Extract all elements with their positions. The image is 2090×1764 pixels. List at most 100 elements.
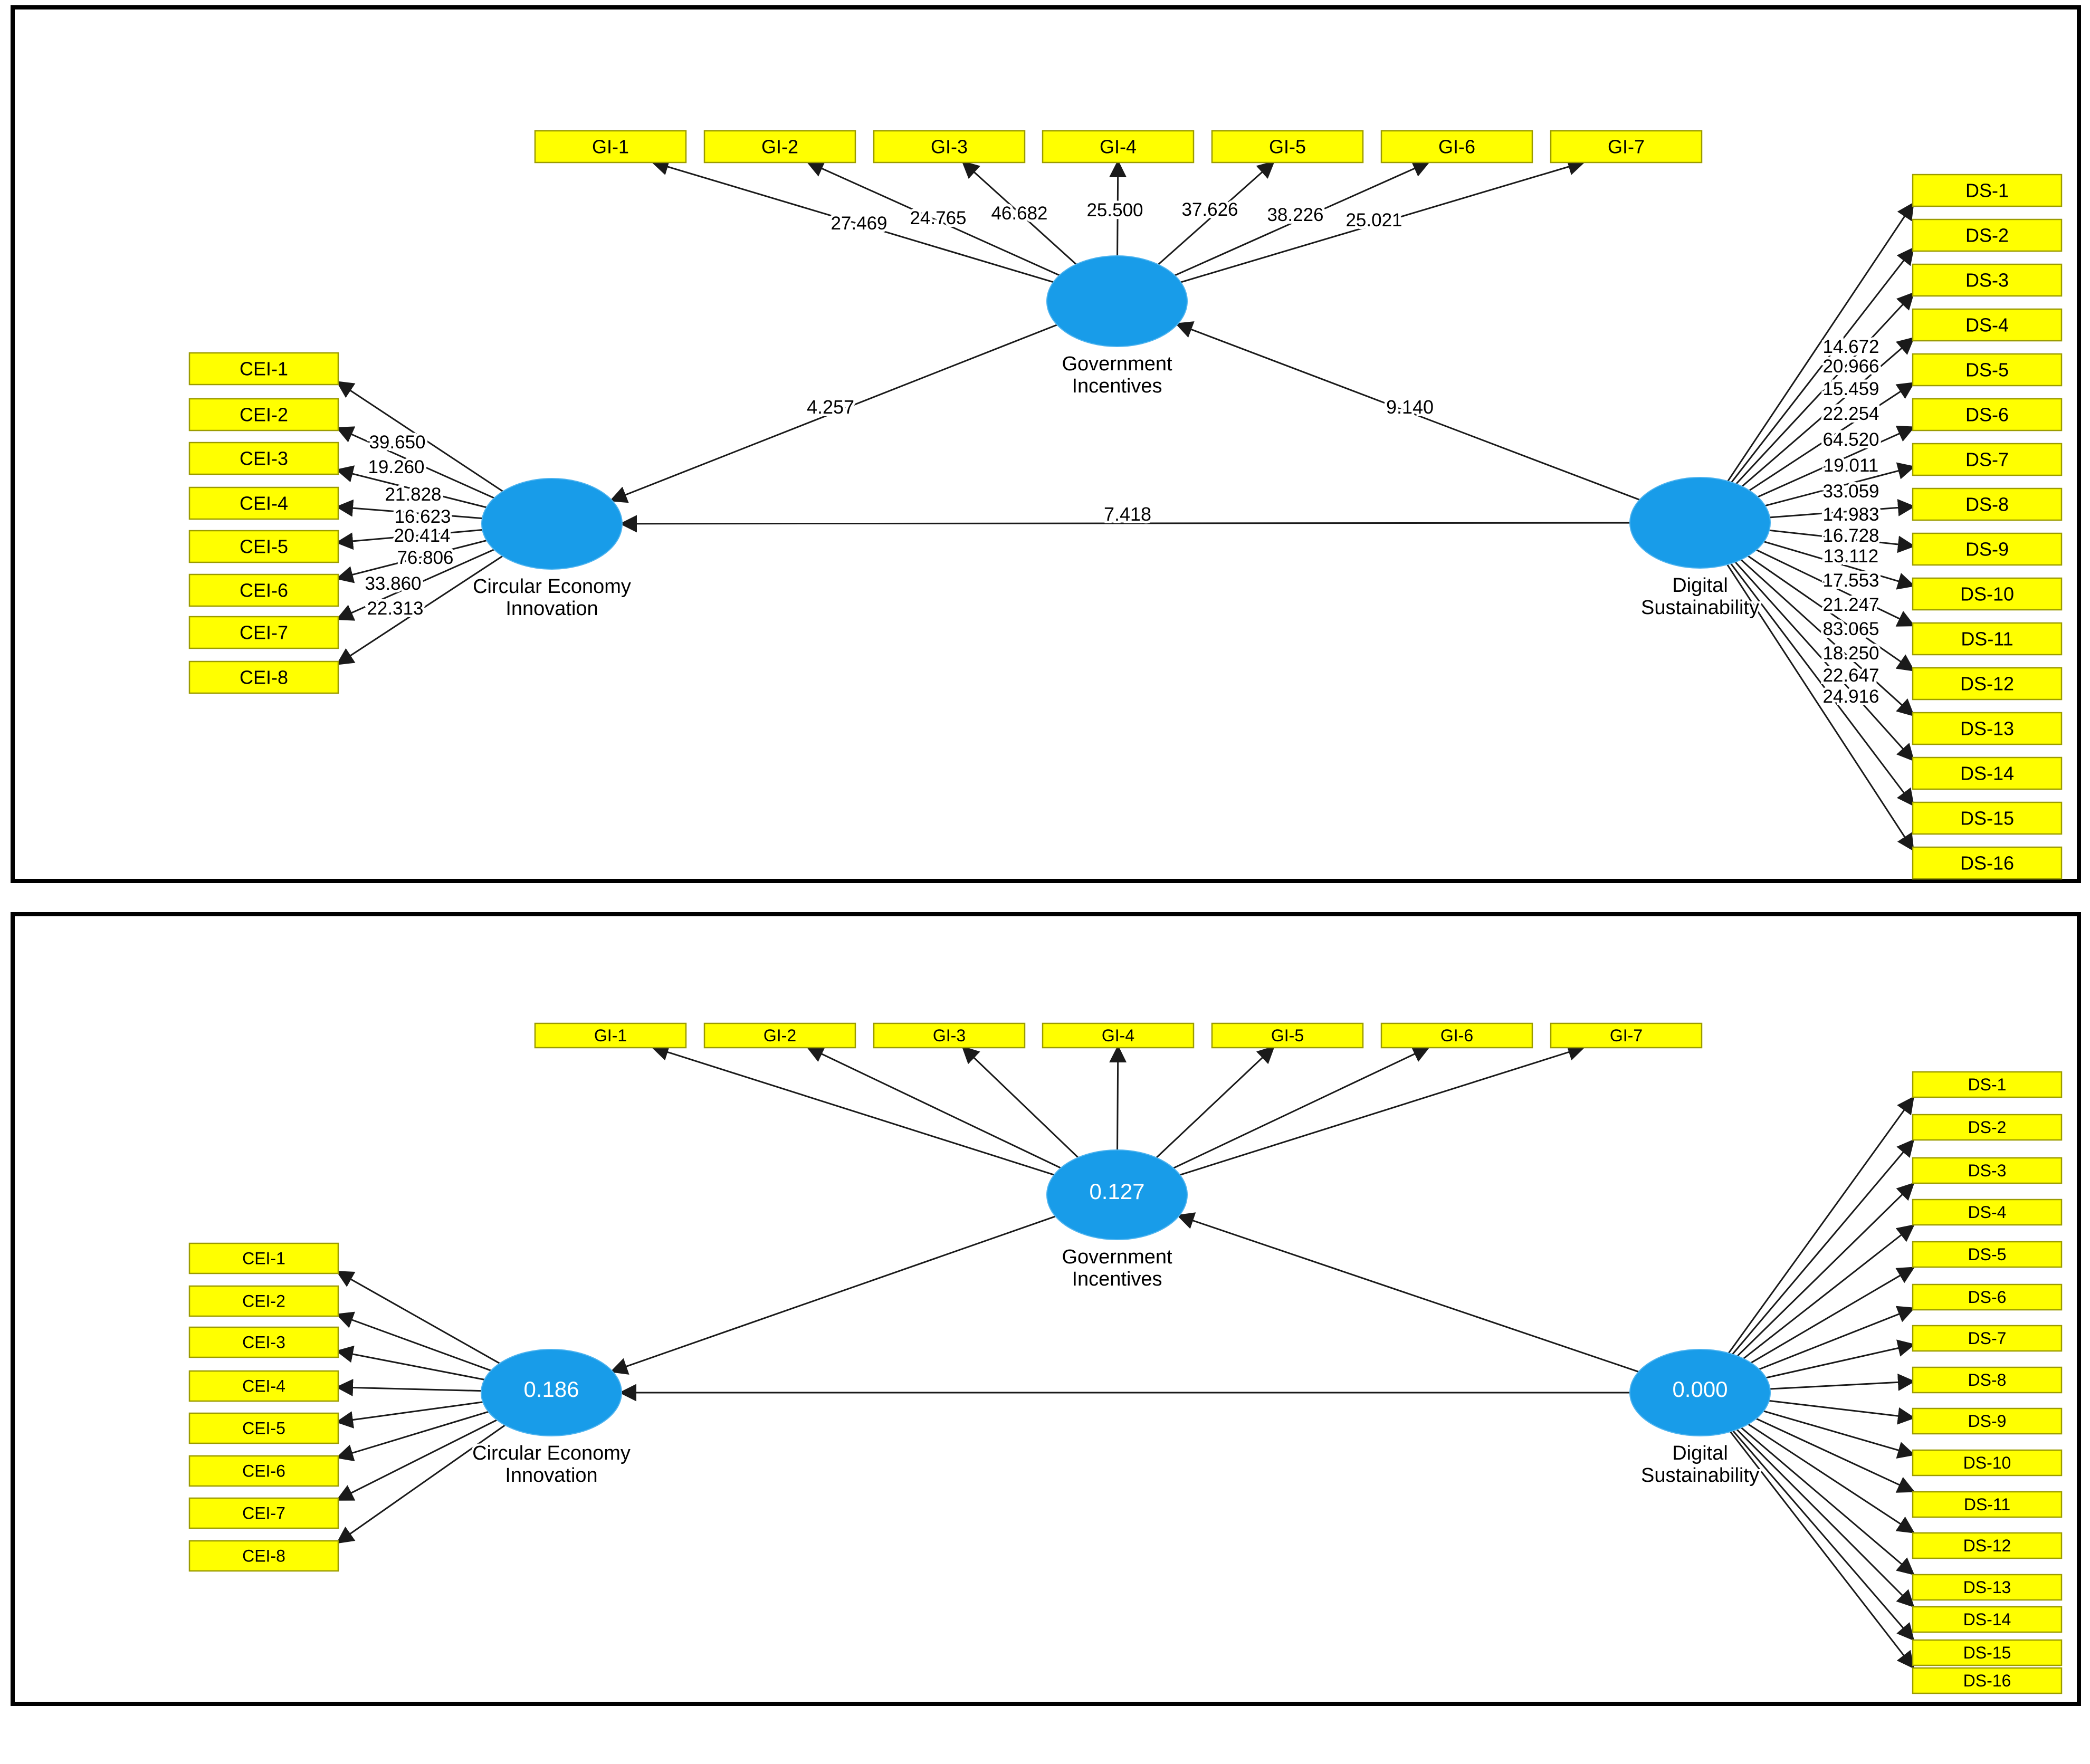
indicator-box-ds-4[interactable] — [1912, 1199, 2063, 1226]
arrows-layer — [336, 158, 1915, 852]
indicator-box-gi-1[interactable] — [534, 1022, 687, 1049]
indicator-box-ds-11[interactable] — [1912, 1491, 2063, 1518]
indicator-box-ds-7[interactable] — [1912, 1325, 2063, 1352]
t-value-label: 21.828 — [385, 484, 441, 505]
loading-arrow-ds-2 — [1731, 247, 1915, 483]
indicator-box-cei-1[interactable] — [188, 352, 339, 386]
indicator-box-ds-1[interactable] — [1912, 1071, 2063, 1098]
indicator-box-gi-6[interactable] — [1380, 130, 1533, 164]
indicator-box-cei-7[interactable] — [188, 1497, 339, 1529]
construct-label: Sustainability — [1641, 1464, 1759, 1487]
indicator-box-ds-10[interactable] — [1912, 577, 2063, 611]
loading-arrow-ds-9 — [1769, 529, 1915, 553]
indicator-box-cei-4[interactable] — [188, 1370, 339, 1402]
loading-arrow-ds-15 — [1732, 1430, 1915, 1641]
indicator-box-ds-15[interactable] — [1912, 801, 2063, 835]
t-value-label: 24.916 — [1822, 686, 1879, 707]
indicator-label: DS-13 — [1960, 718, 2014, 740]
indicator-box-gi-7[interactable] — [1550, 1022, 1703, 1049]
indicator-box-ds-5[interactable] — [1912, 353, 2063, 387]
indicator-box-gi-4[interactable] — [1042, 1022, 1195, 1049]
indicator-box-ds-13[interactable] — [1912, 1574, 2063, 1601]
indicator-box-ds-1[interactable] — [1912, 174, 2063, 207]
indicator-box-ds-9[interactable] — [1912, 1407, 2063, 1435]
indicator-box-gi-5[interactable] — [1211, 1022, 1364, 1049]
indicator-box-cei-2[interactable] — [188, 398, 339, 432]
indicator-box-ds-7[interactable] — [1912, 443, 2063, 476]
indicator-box-ds-11[interactable] — [1912, 622, 2063, 656]
construct-ellipse-ds[interactable] — [1629, 477, 1771, 569]
indicator-box-cei-3[interactable] — [188, 1326, 339, 1358]
indicator-label: DS-10 — [1960, 583, 2014, 605]
construct-ellipse-gi[interactable] — [1046, 255, 1188, 347]
indicator-label: GI-5 — [1271, 1026, 1304, 1045]
loading-arrow-gi-2 — [806, 160, 1060, 276]
indicator-box-ds-2[interactable] — [1912, 1114, 2063, 1141]
indicator-box-cei-5[interactable] — [188, 530, 339, 563]
indicator-box-ds-12[interactable] — [1912, 667, 2063, 701]
indicator-box-cei-6[interactable] — [188, 573, 339, 607]
loading-arrow-cei-2 — [336, 1311, 492, 1372]
construct-ellipse-cei[interactable] — [481, 478, 623, 570]
indicator-box-ds-14[interactable] — [1912, 1606, 2063, 1633]
construct-label: Innovation — [505, 1464, 597, 1487]
indicator-box-ds-12[interactable] — [1912, 1532, 2063, 1559]
indicator-box-ds-6[interactable] — [1912, 398, 2063, 432]
loading-arrow-cei-1 — [336, 381, 503, 492]
loading-arrow-cei-7 — [336, 1419, 498, 1501]
indicator-box-cei-8[interactable] — [188, 660, 339, 694]
indicator-box-ds-8[interactable] — [1912, 1366, 2063, 1394]
loading-arrow-ds-15 — [1730, 563, 1914, 807]
indicator-box-cei-1[interactable] — [188, 1242, 339, 1274]
indicator-label: DS-1 — [1968, 1075, 2007, 1094]
indicator-box-cei-3[interactable] — [188, 442, 339, 475]
indicator-box-gi-7[interactable] — [1550, 130, 1703, 164]
indicator-box-ds-6[interactable] — [1912, 1283, 2063, 1311]
t-value-label: 33.059 — [1822, 481, 1879, 502]
indicator-box-ds-16[interactable] — [1912, 846, 2063, 880]
indicator-box-cei-7[interactable] — [188, 616, 339, 649]
t-value-label: 20.414 — [394, 525, 450, 546]
indicator-box-ds-14[interactable] — [1912, 756, 2063, 790]
loading-arrow-ds-9 — [1769, 1399, 1915, 1425]
indicator-box-ds-3[interactable] — [1912, 1157, 2063, 1184]
loading-arrow-ds-8 — [1769, 498, 1915, 519]
indicator-box-ds-8[interactable] — [1912, 487, 2063, 521]
indicator-box-gi-3[interactable] — [873, 1022, 1026, 1049]
indicator-box-gi-6[interactable] — [1380, 1022, 1533, 1049]
construct-ellipse-cei[interactable] — [481, 1349, 622, 1436]
indicator-box-cei-2[interactable] — [188, 1285, 339, 1317]
indicator-box-gi-5[interactable] — [1211, 130, 1364, 164]
indicator-box-cei-5[interactable] — [188, 1412, 339, 1444]
t-value-label: 25.021 — [1345, 210, 1402, 231]
indicator-box-ds-15[interactable] — [1912, 1639, 2063, 1666]
indicator-box-ds-10[interactable] — [1912, 1449, 2063, 1477]
loading-arrow-ds-12 — [1748, 1423, 1915, 1533]
loading-arrow-gi-6 — [1173, 1046, 1430, 1169]
indicator-label: GI-7 — [1608, 136, 1645, 158]
indicator-box-ds-5[interactable] — [1912, 1241, 2063, 1268]
indicator-box-gi-4[interactable] — [1042, 130, 1195, 164]
indicator-box-ds-16[interactable] — [1912, 1667, 2063, 1694]
indicator-box-cei-6[interactable] — [188, 1455, 339, 1487]
construct-ellipse-ds[interactable] — [1629, 1349, 1771, 1436]
indicator-box-ds-4[interactable] — [1912, 308, 2063, 342]
indicator-box-cei-4[interactable] — [188, 486, 339, 520]
indicator-label: DS-16 — [1963, 1671, 2011, 1690]
construct-ellipse-gi[interactable] — [1046, 1149, 1188, 1240]
indicator-box-ds-3[interactable] — [1912, 263, 2063, 297]
indicator-box-gi-1[interactable] — [534, 130, 687, 164]
indicator-box-gi-3[interactable] — [873, 130, 1026, 164]
indicator-box-gi-2[interactable] — [703, 1022, 856, 1049]
loading-arrow-cei-8 — [336, 1424, 506, 1544]
path-coefficient-label: 9.140 — [1386, 396, 1434, 418]
indicator-box-gi-2[interactable] — [703, 130, 856, 164]
loading-arrow-ds-10 — [1763, 541, 1915, 590]
indicator-label: CEI-6 — [242, 1462, 285, 1481]
indicator-box-cei-8[interactable] — [188, 1540, 339, 1572]
indicator-label: GI-1 — [592, 136, 629, 158]
indicator-box-ds-13[interactable] — [1912, 712, 2063, 745]
indicator-box-ds-9[interactable] — [1912, 532, 2063, 566]
indicator-box-ds-2[interactable] — [1912, 218, 2063, 252]
